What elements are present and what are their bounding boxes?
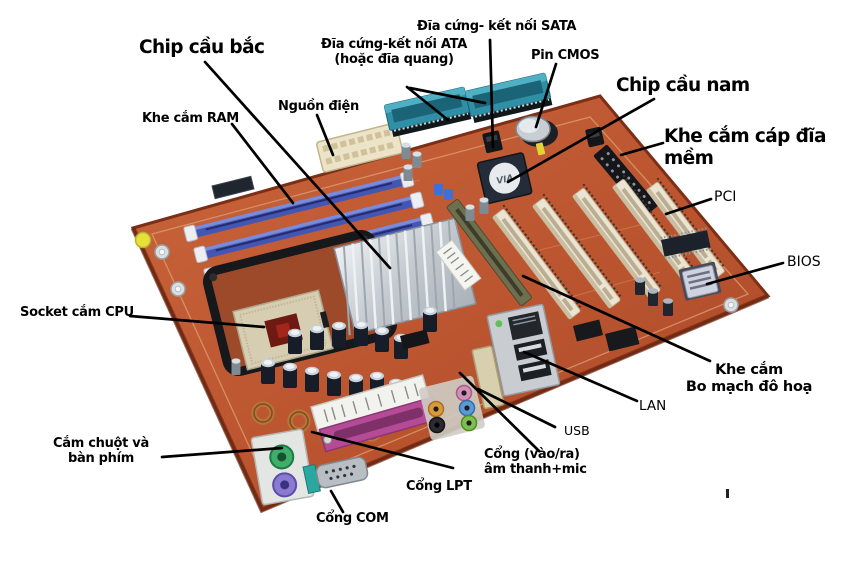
label-cam-chuot-ban-phim: Cắm chuột và bàn phím <box>53 436 149 467</box>
southbridge-chip: VIA <box>476 152 533 205</box>
front-panel-headers <box>573 319 640 352</box>
label-chip-cau-nam: Chip cầu nam <box>616 75 750 96</box>
label-cong-am-thanh: Cổng (vào/ra) âm thanh+mic <box>484 447 587 478</box>
usb-lan-block <box>486 303 561 397</box>
audio-jacks <box>419 375 485 441</box>
bios-chip <box>678 261 722 301</box>
mounting-holes <box>134 231 739 313</box>
label-sata: Đĩa cứng- kết nối SATA <box>417 19 577 34</box>
label-cong-lpt: Cổng LPT <box>406 479 472 494</box>
com-port <box>302 456 369 495</box>
label-lan: LAN <box>639 398 667 414</box>
jumpers <box>434 184 453 200</box>
label-pci: PCI <box>714 189 737 205</box>
label-usb: USB <box>564 423 590 438</box>
label-pin-cmos: Pin CMOS <box>531 48 600 63</box>
model-sticker <box>435 239 482 292</box>
label-bios: BIOS <box>787 254 821 270</box>
label-khe-cam-ram: Khe cắm RAM <box>142 111 239 126</box>
label-khe-cam-bo-mach: Khe cắm Bo mạch đô hoạ <box>685 362 813 396</box>
label-cong-com: Cổng COM <box>316 511 389 526</box>
label-chip-cau-bac: Chip cầu bắc <box>139 37 265 58</box>
audio-codec-chip <box>400 329 430 350</box>
label-khe-cam-cap-dia-mem: Khe cắm cáp đĩa mềm <box>664 126 826 169</box>
io-controller-chip <box>660 227 712 260</box>
yellow-capacitor <box>535 142 546 156</box>
label-nguon-dien: Nguồn điện <box>278 99 359 114</box>
via-logo-text: VIA <box>496 173 515 187</box>
label-socket-cpu: Socket cắm CPU <box>20 305 134 320</box>
leader-lines <box>128 38 785 514</box>
far-edge-ic <box>211 175 255 200</box>
atx-power-connector <box>316 122 404 173</box>
label-ata: Đĩa cứng-kết nối ATA (hoặc đĩa quang) <box>321 37 467 68</box>
agp-slot <box>446 199 532 306</box>
cmos-battery <box>515 115 558 147</box>
stray-mark <box>726 489 729 498</box>
